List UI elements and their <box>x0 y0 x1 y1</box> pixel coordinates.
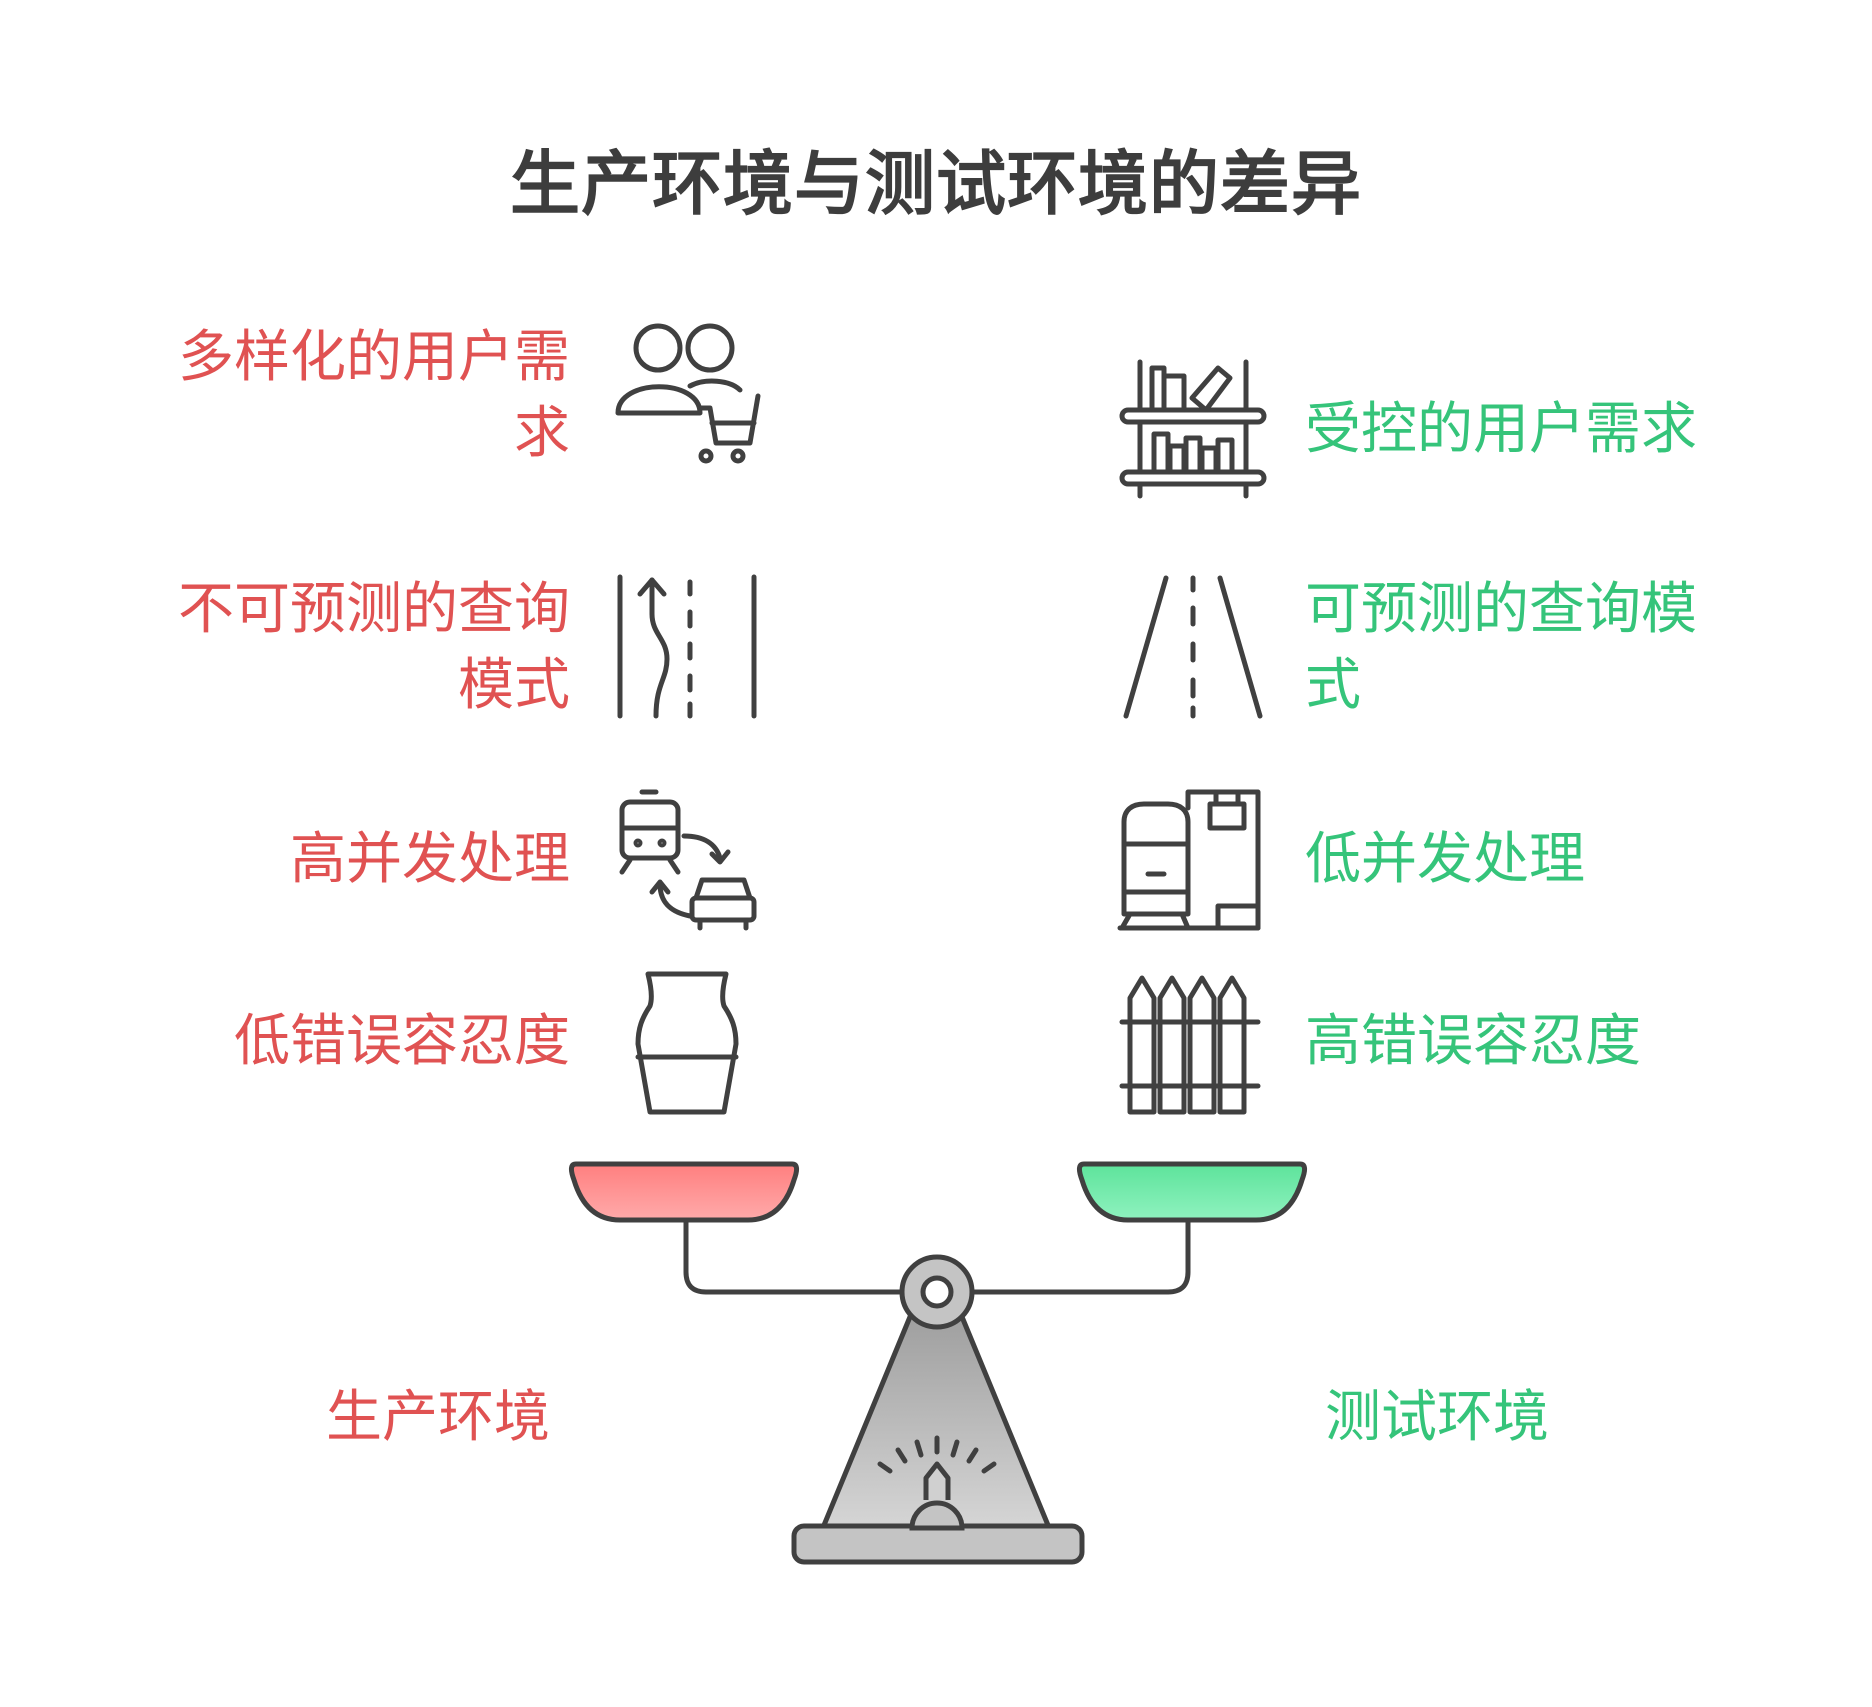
straight-road-icon <box>1123 575 1263 719</box>
winding-road-icon <box>617 574 757 719</box>
vase-icon <box>635 971 739 1115</box>
right-item-2-label: 可预测的查询模式 <box>1305 577 1697 718</box>
right-pan <box>1076 1161 1308 1223</box>
right-item-1-label: 受控的用户需求 <box>1305 397 1697 462</box>
right-heading: 测试环境 <box>1325 1385 1549 1450</box>
left-item-4-label: 低错误容忍度 <box>234 1009 570 1074</box>
users-cart-icon <box>615 323 761 464</box>
left-pan <box>568 1161 800 1223</box>
fence-icon <box>1119 975 1261 1115</box>
scale-gauge <box>877 1435 997 1474</box>
scale-pivot <box>899 1254 975 1330</box>
left-heading: 生产环境 <box>326 1385 550 1450</box>
scale-beam <box>683 1220 1191 1295</box>
left-item-3-label: 高并发处理 <box>290 827 570 892</box>
right-item-4-label: 高错误容忍度 <box>1305 1009 1641 1074</box>
left-item-2-label: 不可预测的查询模式 <box>178 577 570 718</box>
train-car-exchange-icon <box>619 789 757 931</box>
right-item-3-label: 低并发处理 <box>1305 827 1585 892</box>
shelf-icon <box>1119 359 1267 499</box>
page-title: 生产环境与测试环境的差异 <box>510 143 1362 225</box>
scale-stand <box>819 1309 1053 1533</box>
scale-base <box>791 1523 1085 1565</box>
left-item-1-label: 多样化的用户需求 <box>178 325 570 466</box>
scale-needle <box>923 1461 951 1500</box>
train-box-icon <box>1117 789 1261 931</box>
